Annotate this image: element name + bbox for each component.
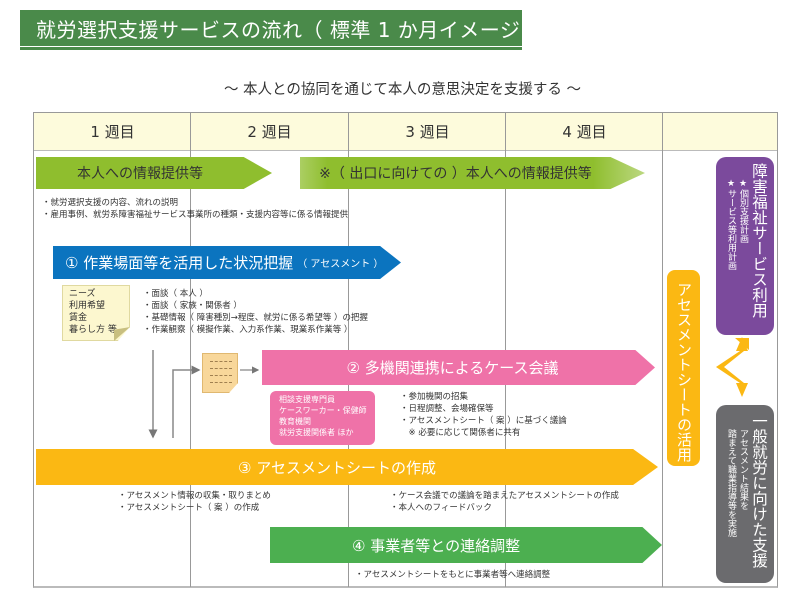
welfare-service-label: 障害福祉サービス利用 [750,163,768,318]
general-employment-box: 一般就労に向けた支援 アセスメント結果を 踏まえて職業指導等を実施 [716,405,774,583]
case-meeting-note: ※ 必要に応じて関係者に共有 [400,428,521,438]
to-document-arrow [172,365,201,438]
participant: ケースワーカー・保健師 [279,406,367,415]
welfare-item: ★サービス等利用計画 [726,179,736,270]
info-provision-note: ・就労選択支援の内容、流れの説明 [42,198,179,208]
timeline-table [33,112,778,588]
case-meeting-note: ・アセスメントシート（ 案 ）に基づく議論 [400,416,567,426]
needs-item: 暮らし方 等 [69,325,117,335]
case-meeting-label: ② 多機関連携によるケース会議 [346,359,559,377]
general-employment-item: 踏まえて職業指導等を実施 [726,429,736,537]
needs-sticky-note: ニーズ 利用希望 賃金 暮らし方 等 [62,285,130,341]
welfare-service-box: 障害福祉サービス利用 ★個別支援計画 ★サービス等利用計画 [716,157,774,335]
week-1-header: 1 週目 [90,123,135,141]
case-meeting-arrow: ② 多機関連携によるケース会議 [262,350,655,385]
info-provision-note: ・雇用事例、就労系障害福祉サービス事業所の種類・支援内容等に係る情報提供 [42,210,349,220]
column-divider [190,113,191,587]
needs-item: 賃金 [69,313,88,323]
info-provision-label: 本人への情報提供等 [77,166,203,182]
case-meeting-note: ・参加機関の招集 [400,392,469,402]
info-provision-arrow: 本人への情報提供等 [36,157,272,189]
sheet-creation-label: ③ アセスメントシートの作成 [238,458,436,477]
assessment-note: ・面談（ 家族・関係者 ） [143,301,242,311]
assessment-note: ・面談（ 本人 ） [143,289,208,299]
subtitle: ～ 本人との協同を通じて本人の意思決定を支援する ～ [223,82,582,98]
week-2-header: 2 週目 [247,123,292,141]
assessment-sub-label: （ アセスメント ） [297,259,384,270]
document-icon [202,353,238,393]
general-employment-label: 一般就労に向けた支援 [750,413,768,568]
needs-item: ニーズ [69,289,96,299]
coordination-note: ・アセスメントシートをもとに事業者等へ連絡調整 [355,570,551,580]
welfare-item: ★個別支援計画 [738,179,748,243]
needs-item: 利用希望 [69,301,106,311]
coordination-arrow: ④ 事業者等との連絡調整 [270,527,662,563]
week-4-header: 4 週目 [562,123,607,141]
participant: 教育機関 [279,417,311,426]
exit-info-arrow: ※（ 出口に向けての ）本人への情報提供等 [300,157,645,189]
assessment-note: ・基礎情報（ 障害種別→程度、就労に係る希望等 ）の把握 [143,313,369,323]
sheet-use-box: アセスメントシートの活用 [667,270,700,466]
general-employment-item: アセスメント結果を [738,429,748,510]
column-divider [662,113,663,587]
page-title: 就労選択支援サービスの流れ（ 標準 1 か月イメージ ） [36,18,548,42]
sheet-creation-note: ・本人へのフィードバック [390,503,492,513]
timeline-header [34,113,777,151]
assessment-label: ① 作業場面等を活用した状況把握 [65,254,294,272]
assessment-arrow: ① 作業場面等を活用した状況把握 （ アセスメント ） [53,246,401,279]
exit-info-label: ※（ 出口に向けての ）本人への情報提供等 [319,166,592,182]
participant: 相談支援専門員 [279,395,335,404]
title-banner [20,10,522,46]
case-meeting-note: ・日程調整、会場確保等 [400,404,494,414]
week-3-header: 3 週目 [405,123,450,141]
participants-box: 相談支援専門員 ケースワーカー・保健師 教育機関 就労支援関係者 ほか [270,391,375,445]
participant: 就労支援関係者 ほか [279,428,354,437]
sheet-creation-note: ・アセスメントシート（ 案 ）の作成 [118,503,260,513]
sheet-creation-note: ・ケース会議での議論を踏まえたアセスメントシートの作成 [390,491,619,501]
sheet-creation-arrow: ③ アセスメントシートの作成 [36,449,658,485]
coordination-label: ④ 事業者等との連絡調整 [352,536,521,555]
title-underline [20,47,522,50]
sheet-creation-note: ・アセスメント情報の収集・取りまとめ [118,491,271,501]
sheet-use-label: アセスメントシートの活用 [675,282,693,462]
assessment-note: ・作業観察（ 模擬作業、入力系作業、現業系作業等 ） [143,325,353,335]
